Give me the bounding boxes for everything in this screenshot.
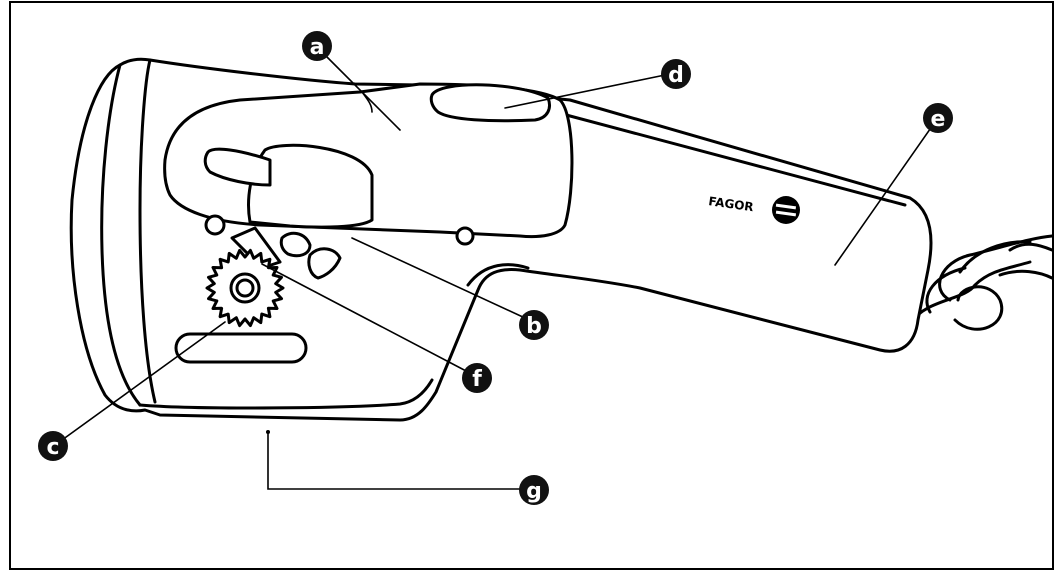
cutter-head <box>203 143 475 280</box>
brand-text: FAGOR <box>708 194 755 214</box>
face-panel <box>138 58 157 404</box>
callout-d: d <box>661 59 691 89</box>
base-plate <box>100 63 142 407</box>
drive-gear <box>205 248 285 328</box>
leader-f <box>261 263 469 373</box>
leader-lines <box>61 54 936 490</box>
callout-f: f <box>462 363 492 393</box>
power-cord <box>910 234 1054 331</box>
callout-b-label: b <box>526 314 542 339</box>
callout-c-label: c <box>46 435 59 460</box>
callout-e-label: e <box>931 107 946 132</box>
leader-e <box>834 121 936 266</box>
callout-g: g <box>519 475 549 505</box>
callout-b: b <box>519 310 549 340</box>
callout-a: a <box>302 31 332 61</box>
leader-a <box>324 54 401 131</box>
callout-e: e <box>923 103 953 133</box>
callout-f-label: f <box>472 367 482 392</box>
can-slot <box>174 332 308 364</box>
frame-border <box>9 1 1054 570</box>
callout-a-label: a <box>310 35 325 60</box>
callout-d-label: d <box>668 63 684 88</box>
brand-logo: FAGOR <box>708 194 800 224</box>
release-button <box>429 83 551 123</box>
gear-axle <box>235 278 255 298</box>
leader-c <box>61 321 226 441</box>
leader-b <box>351 237 526 319</box>
leader-d <box>504 74 666 109</box>
leader-g <box>267 431 521 490</box>
callout-g-label: g <box>526 479 542 504</box>
callout-c: c <box>38 431 68 461</box>
